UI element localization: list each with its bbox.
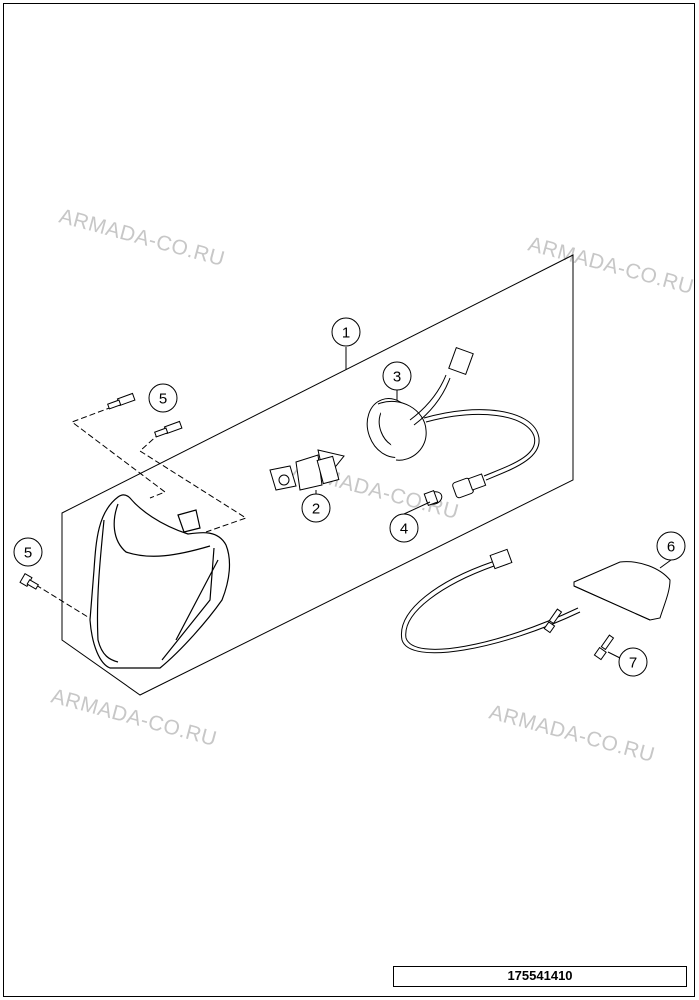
callout-4: 4 bbox=[389, 513, 419, 543]
callout-5-upper: 5 bbox=[148, 383, 178, 413]
callout-number: 5 bbox=[24, 545, 32, 562]
assembly-panel bbox=[61, 254, 574, 696]
callout-5-left: 5 bbox=[13, 537, 43, 567]
number-plate-lamp bbox=[401, 548, 671, 654]
screw-upper-1 bbox=[107, 392, 136, 410]
callouts: 1 2 3 4 5 5 6 7 bbox=[13, 317, 686, 677]
callout-number: 2 bbox=[312, 501, 320, 518]
callout-number: 5 bbox=[159, 391, 167, 408]
bulb-socket-with-cable bbox=[366, 346, 540, 499]
callout-number: 4 bbox=[400, 521, 408, 538]
screw-plate-lamp bbox=[543, 608, 615, 661]
diagram-frame bbox=[3, 3, 695, 997]
callout-number: 6 bbox=[667, 539, 675, 556]
callout-1: 1 bbox=[331, 317, 361, 347]
screw-upper-2 bbox=[154, 420, 183, 438]
leader-lines bbox=[315, 390, 672, 659]
watermarks: ARMADA-CO.RU ARMADA-CO.RU ARMADA-CO.RU A… bbox=[49, 205, 697, 767]
assembly-dash-lines bbox=[35, 406, 248, 623]
watermark: ARMADA-CO.RU bbox=[57, 205, 228, 271]
callout-7: 7 bbox=[618, 647, 648, 677]
callout-6: 6 bbox=[656, 531, 686, 561]
watermark: ARMADA-CO.RU bbox=[49, 685, 220, 751]
watermark: ARMADA-CO.RU bbox=[487, 701, 658, 767]
callout-number: 7 bbox=[629, 655, 637, 672]
callout-number: 1 bbox=[342, 325, 350, 342]
callout-3: 3 bbox=[382, 361, 412, 391]
figure-id-label: 175541410 bbox=[393, 966, 687, 987]
headlight-mask bbox=[89, 494, 231, 669]
callout-2: 2 bbox=[301, 493, 331, 523]
headlight-bulb bbox=[269, 449, 345, 491]
screw-left bbox=[19, 572, 40, 590]
position-light-bulb bbox=[423, 490, 443, 506]
callout-number: 3 bbox=[393, 369, 401, 386]
